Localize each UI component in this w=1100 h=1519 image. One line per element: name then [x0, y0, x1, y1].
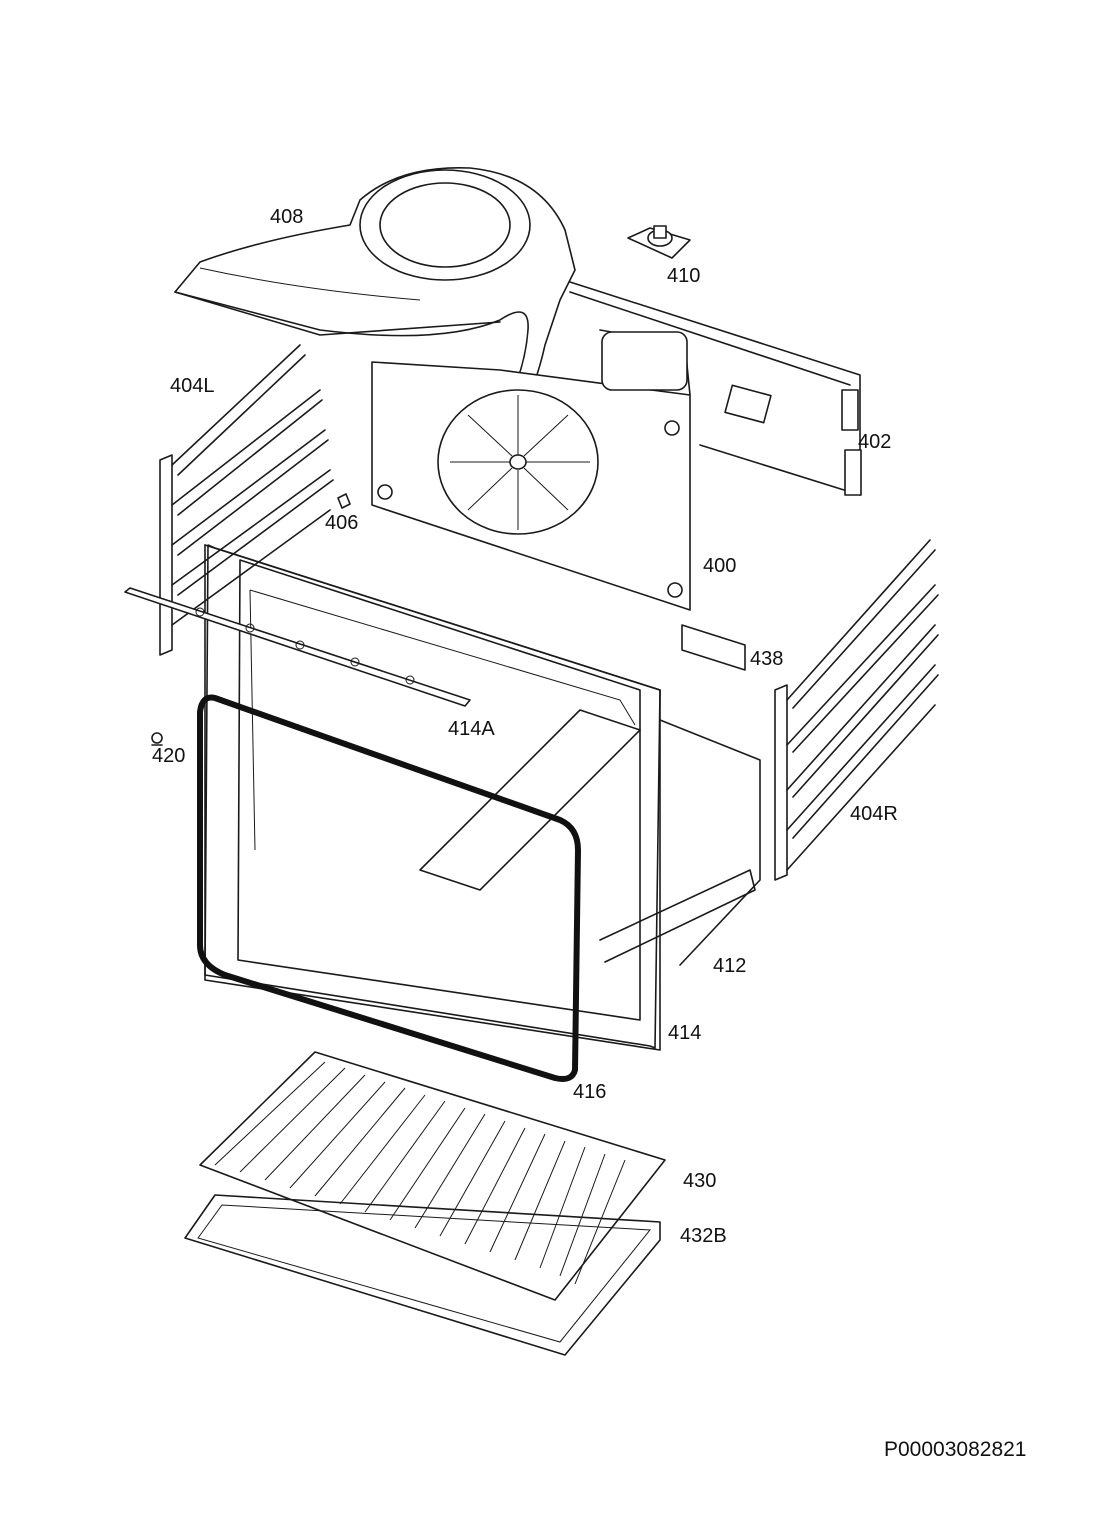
part-420-screw	[151, 732, 163, 746]
label-432B: 432B	[680, 1225, 727, 1247]
label-402: 402	[858, 431, 891, 453]
part-410-motor	[627, 225, 691, 259]
label-438: 438	[750, 648, 783, 670]
label-404R: 404R	[850, 803, 898, 825]
part-404R-right-shelf-support	[774, 539, 939, 881]
part-432B-tray	[184, 1194, 661, 1356]
part-430-wire-shelf	[199, 1051, 666, 1301]
part-408-duct-cover	[174, 166, 576, 411]
part-416-door-seal	[197, 694, 581, 1082]
part-414-front-frame	[204, 544, 661, 1049]
label-414A: 414A	[448, 718, 495, 740]
part-414A-rail	[124, 587, 471, 707]
label-416: 416	[573, 1081, 606, 1103]
drawing-code: P00003082821	[884, 1438, 1026, 1461]
label-406: 406	[325, 512, 358, 534]
part-438-bracket	[681, 624, 746, 671]
part-406-clip	[337, 493, 351, 509]
label-412: 412	[713, 955, 746, 977]
part-404L-left-shelf-support	[159, 344, 334, 656]
label-414: 414	[668, 1022, 701, 1044]
label-420: 420	[152, 745, 185, 767]
label-408: 408	[270, 206, 303, 228]
part-402-rear-strip	[569, 281, 862, 496]
label-400: 400	[703, 555, 736, 577]
label-404L: 404L	[170, 375, 215, 397]
label-430: 430	[683, 1170, 716, 1192]
part-400-back-panel	[371, 329, 691, 611]
label-410: 410	[667, 265, 700, 287]
